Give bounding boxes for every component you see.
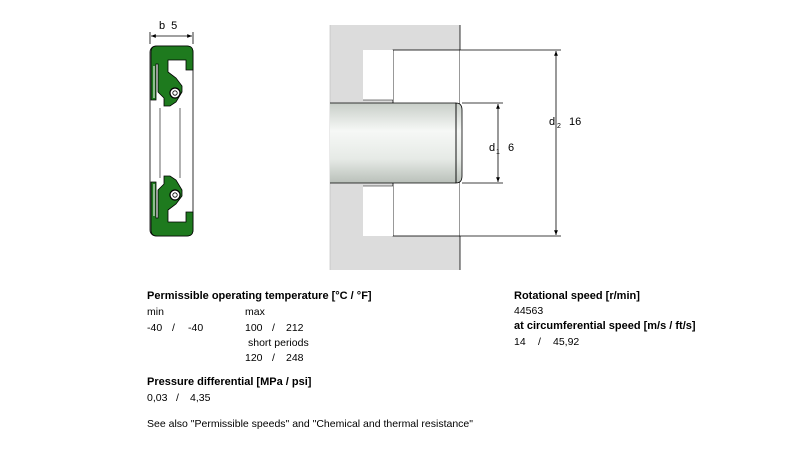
seal-section-upper <box>363 50 393 100</box>
temperature-max-f: 212 <box>286 322 304 334</box>
pressure-sep: / <box>176 392 179 404</box>
seal-profile-upper <box>150 45 194 107</box>
temperature-short-sep: / <box>272 352 275 364</box>
pressure-heading: Pressure differential [MPa / psi] <box>147 376 312 388</box>
rotational-speed-value: 44563 <box>514 305 544 317</box>
circumferential-speed-heading: at circumferential speed [m/s / ft/s] <box>514 320 696 332</box>
pressure-psi: 4,35 <box>190 392 211 404</box>
garter-spring-lower <box>169 189 181 201</box>
circumferential-speed-sep: / <box>538 336 541 348</box>
d2-label: d <box>549 116 555 128</box>
shaft <box>330 103 456 183</box>
seal-profile-lower <box>150 175 194 237</box>
temperature-max-sep: / <box>272 322 275 334</box>
temperature-max-label: max <box>245 306 265 318</box>
seal-section-lower <box>363 186 393 236</box>
temperature-short-periods-label: short periods <box>248 337 309 349</box>
temperature-short-c: 120 <box>245 352 263 364</box>
svg-text:1: 1 <box>496 149 500 156</box>
installation-drawing: d 1 6 d 2 16 <box>329 25 581 270</box>
svg-text:16: 16 <box>569 116 581 128</box>
temperature-short-f: 248 <box>286 352 304 364</box>
temperature-min-label: min <box>147 306 164 318</box>
d1-label: d <box>489 142 495 154</box>
rotational-speed-heading: Rotational speed [r/min] <box>514 290 640 302</box>
garter-spring-upper <box>169 87 181 99</box>
temperature-min-c: -40 <box>147 322 163 334</box>
see-also-note: See also "Permissible speeds" and "Chemi… <box>147 418 473 430</box>
circumferential-speed-fts: 45,92 <box>553 336 580 348</box>
temperature-min-f: -40 <box>188 322 204 334</box>
pressure-mpa: 0,03 <box>147 392 168 404</box>
svg-text:6: 6 <box>508 142 514 154</box>
temperature-min-sep: / <box>172 322 175 334</box>
svg-text:2: 2 <box>557 123 561 130</box>
temperature-heading: Permissible operating temperature [°C / … <box>147 290 372 302</box>
temperature-max-c: 100 <box>245 322 263 334</box>
circumferential-speed-ms: 14 <box>514 336 526 348</box>
